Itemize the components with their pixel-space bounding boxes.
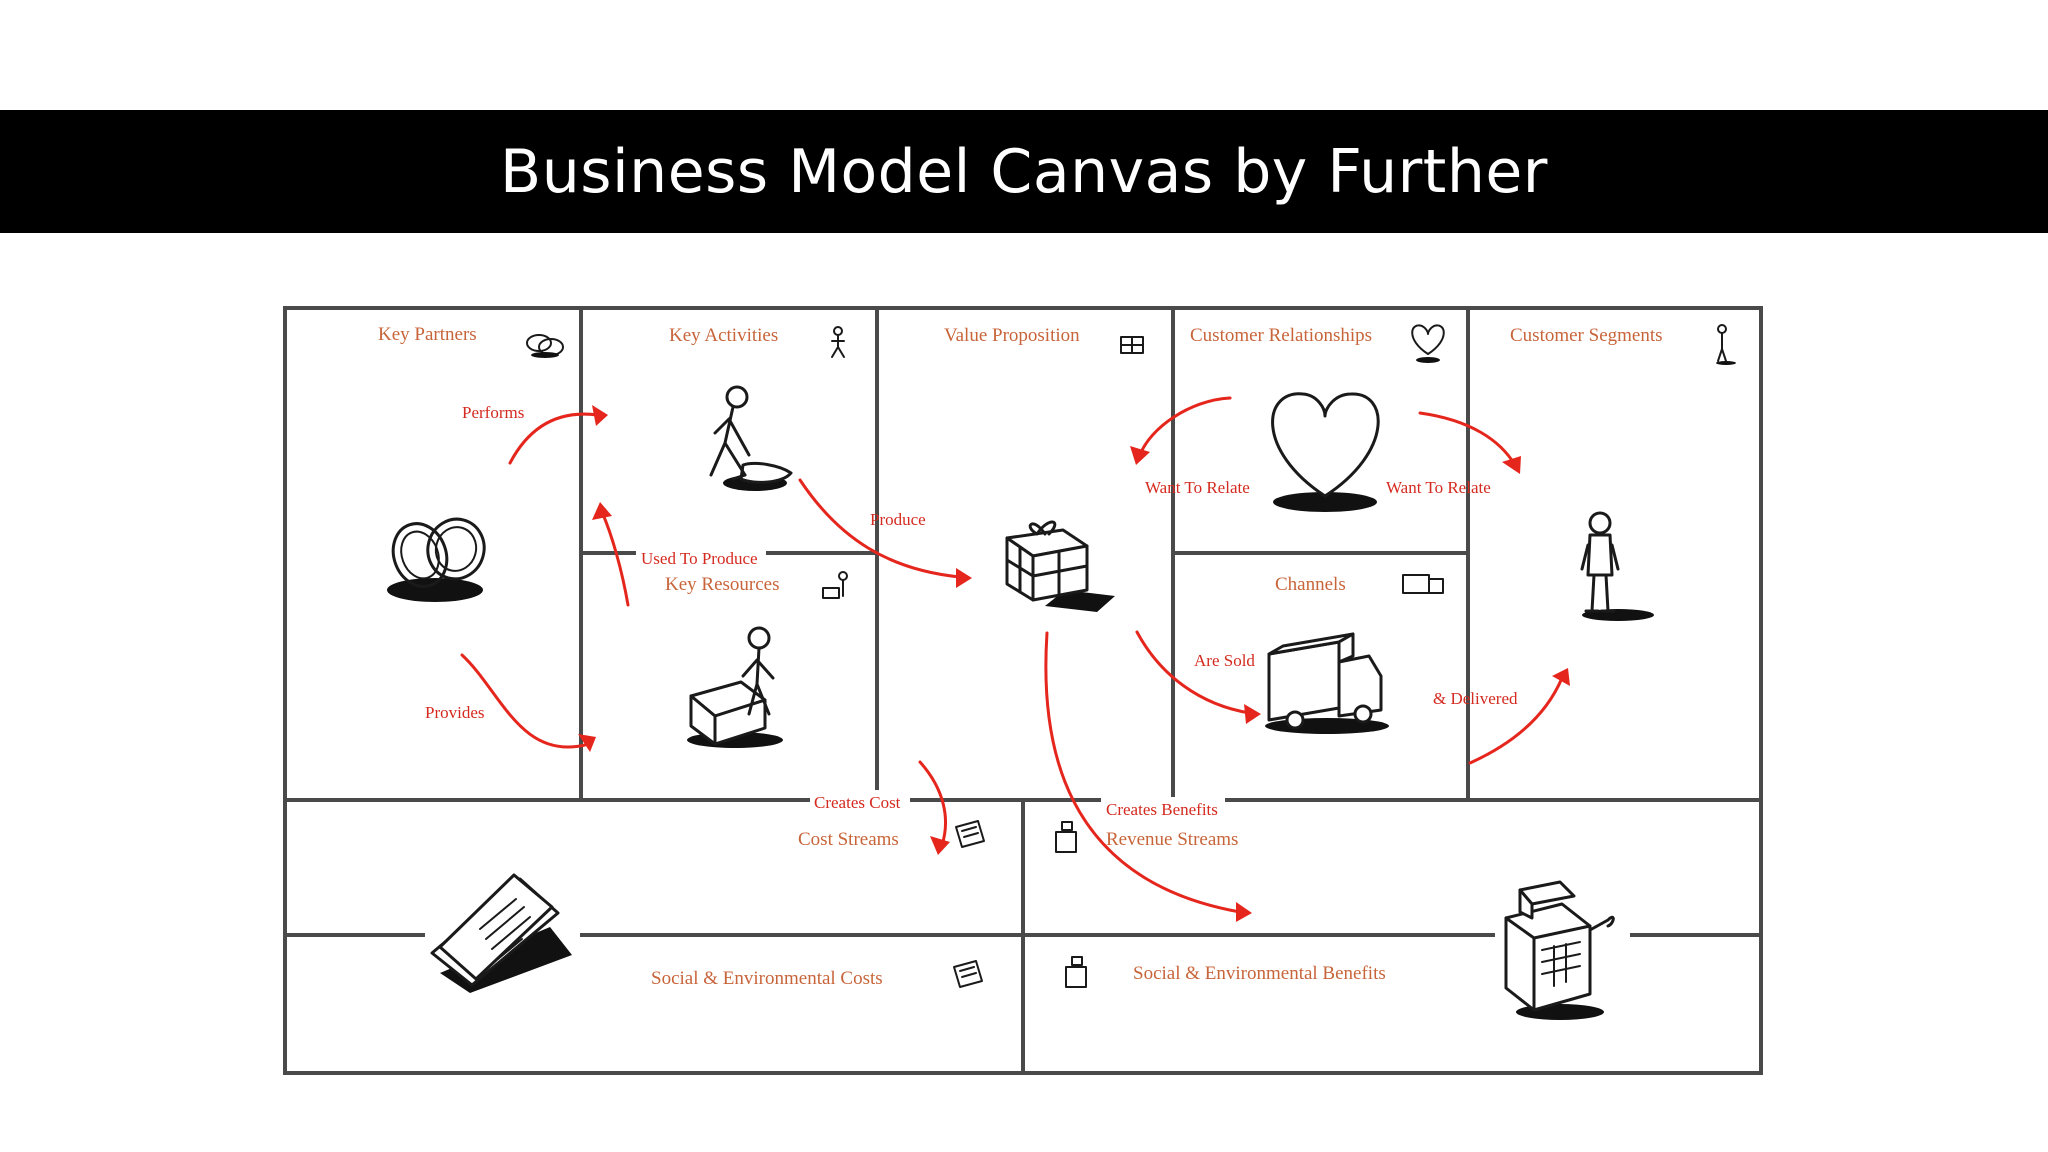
gift-box-icon: [1005, 520, 1115, 612]
label-key-partners: Key Partners: [378, 324, 477, 345]
resources-worker-icon: [687, 626, 783, 748]
small-worker-icon: [831, 326, 845, 358]
label-customer-relationships: Customer Relationships: [1190, 325, 1372, 346]
label-key-resources: Key Resources: [665, 574, 780, 595]
flow-produce: Produce: [870, 510, 926, 529]
small-paper-icon: [955, 820, 985, 848]
person-icon: [1580, 511, 1654, 621]
small-resources-icon: [822, 571, 848, 599]
label-key-activities: Key Activities: [669, 325, 778, 346]
flow-used-to-produce: Used To Produce: [641, 549, 758, 568]
flow-delivered: & Delivered: [1433, 689, 1518, 708]
small-truck-icon: [1402, 574, 1444, 594]
canvas-grid: [283, 306, 1763, 1075]
page-title: Business Model Canvas by Further: [500, 136, 1548, 207]
flow-are-sold: Are Sold: [1194, 651, 1255, 670]
small-person-icon: [1716, 324, 1736, 365]
flow-want-to-relate-right: Want To Relate: [1386, 478, 1491, 497]
small-register-icon: [1055, 821, 1077, 853]
worker-icon: [709, 385, 793, 491]
small-register-icon-2: [1065, 956, 1087, 988]
flow-performs: Performs: [462, 403, 524, 422]
flow-creates-cost-bg: [810, 790, 910, 812]
label-channels: Channels: [1275, 574, 1346, 595]
flow-used-bg: [636, 544, 766, 564]
label-customer-segments: Customer Segments: [1510, 325, 1663, 346]
flow-creates-benefits: Creates Benefits: [1106, 800, 1218, 819]
label-social-env-costs: Social & Environmental Costs: [651, 968, 883, 989]
flow-creates-benefits-bg: [1101, 797, 1225, 819]
rings-icon: [387, 517, 486, 602]
title-bar: Business Model Canvas by Further: [0, 110, 2048, 233]
paper-stack-icon: [430, 873, 572, 993]
small-gift-icon: [1120, 336, 1144, 354]
label-cost-streams: Cost Streams: [798, 829, 899, 850]
flow-creates-cost: Creates Cost: [814, 793, 901, 812]
small-paper-icon-2: [953, 960, 983, 988]
truck-icon: [1265, 632, 1389, 734]
flow-arrows: [460, 396, 1570, 922]
flow-want-to-relate-left: Want To Relate: [1145, 478, 1250, 497]
label-value-proposition: Value Proposition: [944, 325, 1080, 346]
heart-icon: [1271, 392, 1380, 512]
label-social-env-benefits: Social & Environmental Benefits: [1133, 963, 1386, 984]
cash-register-icon: [1504, 880, 1615, 1020]
label-revenue-streams: Revenue Streams: [1106, 829, 1238, 850]
small-heart-icon: [1411, 324, 1445, 363]
small-rings-icon: [526, 334, 564, 358]
flow-provides: Provides: [425, 703, 485, 722]
